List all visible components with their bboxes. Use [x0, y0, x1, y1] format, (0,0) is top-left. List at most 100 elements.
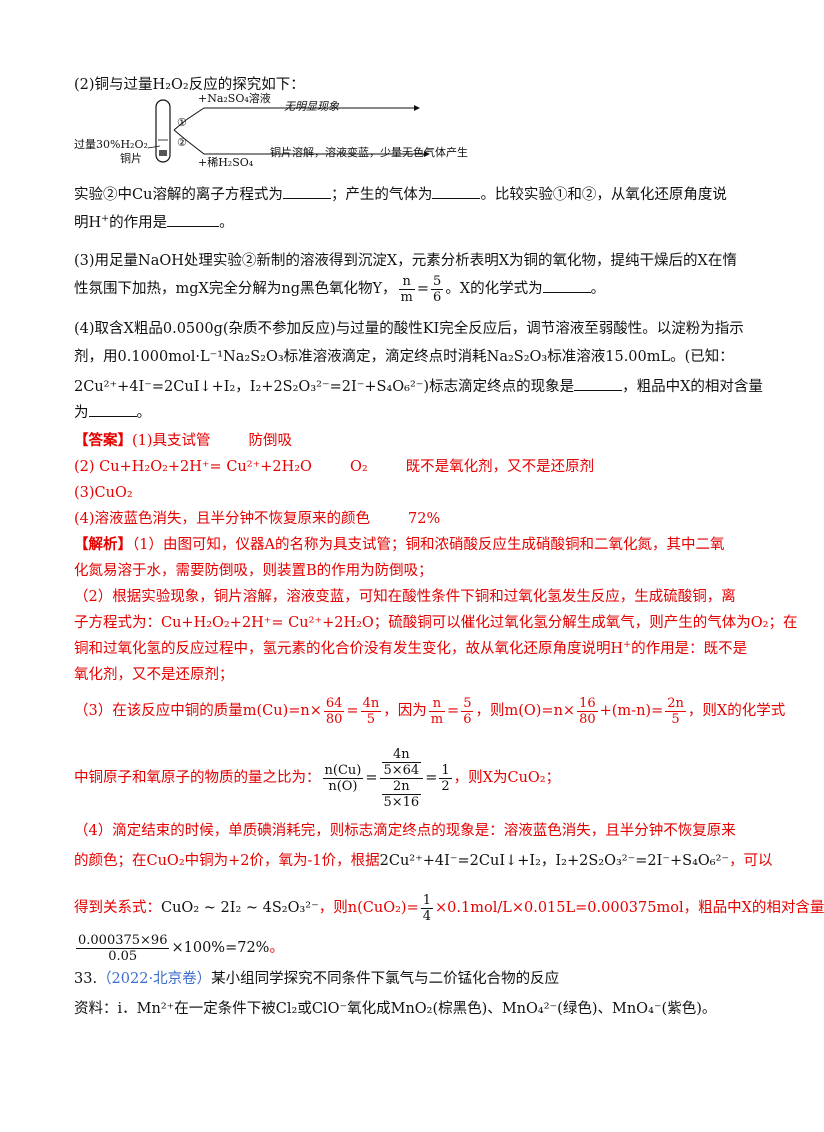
- answer-blank[interactable]: [282, 184, 331, 199]
- num: 1: [420, 892, 433, 909]
- num: 5: [461, 695, 474, 712]
- answer-blank[interactable]: [574, 376, 623, 391]
- analysis-line4: 子方程式为：Cu+H₂O₂+2H⁺= Cu²⁺+2H₂O；硫酸铜可以催化过氧化氢…: [74, 615, 798, 631]
- text: ，则X的化学式: [687, 703, 786, 719]
- step2-number: ②: [177, 136, 187, 149]
- den: 80: [579, 711, 596, 727]
- answer-blank[interactable]: [542, 278, 591, 293]
- text: )标志滴定终点的现象是: [423, 379, 575, 395]
- ratio-cu-o: n(Cu)n(O): [322, 762, 364, 794]
- num: 0.000375×96: [76, 932, 170, 949]
- branch-1-arrow: [414, 105, 420, 111]
- den: 5×16: [383, 794, 420, 810]
- q3-line1: (3)用足量NaOH处理实验②新制的溶液得到沉淀X，元素分析表明X为铜的氧化物，…: [74, 253, 737, 269]
- step1-result: 无明显现象: [284, 100, 339, 113]
- q4-line4: 为。: [74, 398, 730, 428]
- text: ；产生的气体为: [330, 187, 433, 203]
- den: m: [400, 289, 413, 305]
- h-ion: H: [88, 215, 102, 231]
- text: 标准溶液滴定，滴定终点时消耗: [283, 349, 487, 365]
- experiment-diagram: 过量30%H₂O₂ 铜片 ① +Na₂SO₄溶液 无明显现象 ② +稀H₂SO₄…: [74, 78, 494, 169]
- num: n(Cu): [322, 762, 364, 779]
- answer-blank[interactable]: [167, 212, 220, 227]
- answer-tag: 【答案】: [74, 432, 132, 449]
- manganate-formula: MnO₄²⁻: [501, 1001, 558, 1017]
- text: ，则X为CuO₂；: [453, 770, 561, 786]
- relation: CuO₂ ~ 2I₂ ~ 4S₂O₃²⁻: [161, 900, 319, 916]
- text: 剂，用: [74, 349, 118, 365]
- q2-tail: 反应的探究如下：: [188, 77, 305, 93]
- q4-line3: 2Cu²⁺+4I⁻=2CuI↓+I₂，I₂+2S₂O₃²⁻=2I⁻+S₄O₆²⁻…: [74, 372, 763, 402]
- text: ，则n(CuO₂)=: [318, 900, 419, 916]
- text: ，可以: [729, 853, 773, 869]
- step2-result: 铜片溶解，溶液变蓝，少量无色气体产生: [270, 146, 468, 159]
- analysis-line10: 的颜色；在CuO₂中铜为+2价，氧为-1价，根据2Cu²⁺+4I⁻=2CuI↓+…: [74, 853, 773, 869]
- analysis-line2: 化氮易溶于水，需要防倒吸，则装置B的作用为防倒吸；: [74, 563, 433, 579]
- text: 。: [269, 940, 284, 956]
- num: 4n: [381, 747, 422, 763]
- titrant-concentration: 0.1000mol·L⁻¹Na₂S₂O₃: [117, 349, 284, 365]
- text: 溶解的离子方程式为: [152, 187, 283, 203]
- text: 。: [590, 281, 606, 297]
- den: 6: [463, 711, 472, 727]
- analysis-line6: 氧化剂，又不是还原剂；: [74, 667, 234, 683]
- equals: =: [346, 703, 359, 719]
- text: 铜和过氧化氢的反应过程中，氢元素的化合价没有发生变化，故从氧化还原角度说明: [74, 641, 611, 657]
- step1-number: ①: [177, 116, 187, 129]
- den: 5: [366, 711, 376, 727]
- q4-line2: 剂，用0.1000mol·L⁻¹Na₂S₂O₃标准溶液滴定，滴定终点时消耗Na₂…: [74, 342, 734, 372]
- text: 中铜原子和氧原子的物质的量之比为：: [74, 770, 321, 786]
- text: 实验②中: [74, 187, 132, 203]
- num: 2n: [381, 779, 422, 795]
- result: ×100%=72%: [171, 940, 270, 956]
- text: ，因为: [383, 703, 427, 719]
- equation-2: I₂+2S₂O₃²⁻=2I⁻+S₄O₆²⁻: [249, 379, 424, 395]
- text: 明: [74, 215, 89, 231]
- text: 性氛围下加热，mgX完全分解为ng黑色氧化物Y，: [74, 281, 397, 297]
- analysis-tag: 【解析】: [74, 536, 132, 553]
- den: 80: [325, 711, 343, 727]
- answer-1a: (1)具支试管: [132, 433, 211, 449]
- num: n: [428, 696, 446, 712]
- analysis-line5: 铜和过氧化氢的反应过程中，氢元素的化合价没有发生变化，故从氧化还原角度说明H+的…: [74, 639, 748, 657]
- q2-line2: 明H+的作用是。: [74, 212, 234, 231]
- answer-blank[interactable]: [432, 184, 481, 199]
- num: 5: [431, 273, 444, 290]
- den: m: [430, 711, 444, 727]
- q33-header: 33.（2022·北京卷）某小组同学探究不同条件下氯气与二价锰化合物的反应: [74, 964, 730, 994]
- text: 的颜色；在CuO₂中铜为+2价，氧为-1价，根据: [74, 853, 380, 869]
- analysis-line1: 【解析】（1）由图可知，仪器A的名称为具支试管；铜和浓硝酸反应生成硝酸铜和二氧化…: [74, 530, 730, 560]
- analysis-line9: （4）滴定结束的时候，单质碘消耗完，则标志滴定终点的现象是：溶液蓝色消失，且半分…: [74, 823, 736, 839]
- num: 2n: [665, 695, 686, 712]
- step1-reagent: +Na₂SO₄溶液: [198, 92, 271, 105]
- q2-header: (2)铜与过量H₂O₂反应的探究如下：: [74, 70, 730, 100]
- text: 的作用是：既不是: [631, 641, 748, 657]
- q33-info: 资料：i．Mn²⁺在一定条件下被Cl₂或ClO⁻氧化成MnO₂(棕黑色)、MnO…: [74, 994, 730, 1024]
- answer-blank[interactable]: [88, 402, 137, 417]
- equation-1: 2Cu²⁺+4I⁻=2CuI↓+I₂: [379, 853, 541, 869]
- text: 标准溶液15.00mL。(已知：: [547, 349, 734, 365]
- analysis-line3: （2）根据实验现象，铜片溶解，溶液变蓝，可知在酸性条件下铜和过氧化氢发生反应，生…: [74, 589, 736, 605]
- answer-4a: (4)溶液蓝色消失，且半分钟不恢复原来的颜色: [74, 511, 371, 527]
- question-text: 某小组同学探究不同条件下氯气与二价锰化合物的反应: [211, 971, 560, 987]
- num: 4n: [360, 695, 382, 712]
- q2-head: (2)铜与过量: [74, 77, 153, 93]
- text: （3）在该反应中铜的质量m(Cu)=n×: [74, 703, 322, 719]
- branch-2-line: [173, 129, 424, 155]
- tube-label-copper: 铜片: [120, 152, 142, 165]
- equals: =: [447, 703, 460, 719]
- answer-line3: (3)CuO₂: [74, 485, 133, 501]
- text: 。X的化学式为: [445, 281, 543, 297]
- h-ion: H: [610, 641, 624, 657]
- tube-label-h2o2: 过量30%H₂O₂: [74, 138, 148, 151]
